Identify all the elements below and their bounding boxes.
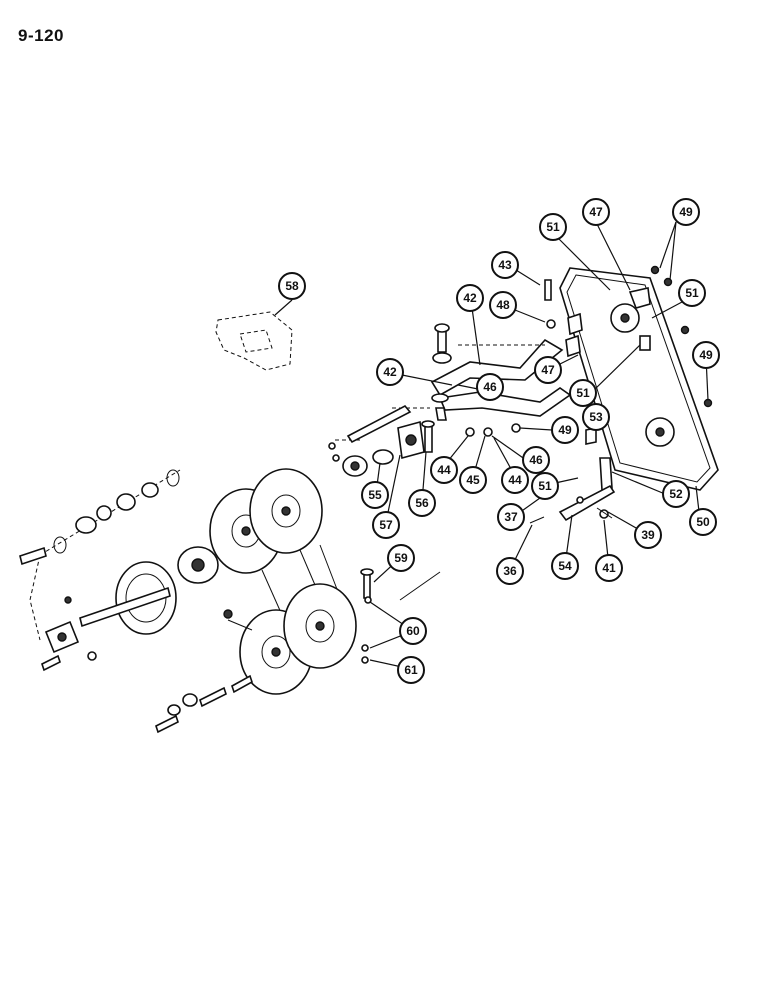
callout-42: 42 <box>456 284 484 312</box>
callout-47: 47 <box>534 356 562 384</box>
svg-text:47: 47 <box>541 363 555 377</box>
lower-pulleys <box>239 583 357 695</box>
svg-text:60: 60 <box>406 624 420 638</box>
svg-text:46: 46 <box>529 453 543 467</box>
svg-text:37: 37 <box>504 510 518 524</box>
callout-50: 50 <box>689 508 717 536</box>
upper-pulleys <box>209 468 346 621</box>
svg-text:58: 58 <box>285 279 299 293</box>
callout-49: 49 <box>672 198 700 226</box>
page-number: 9-120 <box>18 26 64 45</box>
callout-45: 45 <box>459 466 487 494</box>
svg-text:53: 53 <box>589 410 603 424</box>
left-shaft-parts <box>19 469 253 734</box>
svg-text:42: 42 <box>383 365 397 379</box>
svg-text:55: 55 <box>368 488 382 502</box>
support-bracket <box>529 427 616 524</box>
svg-text:52: 52 <box>669 487 683 501</box>
svg-text:61: 61 <box>404 663 418 677</box>
callout-36: 36 <box>496 557 524 585</box>
callout-48: 48 <box>489 291 517 319</box>
callout-49: 49 <box>692 341 720 369</box>
svg-text:48: 48 <box>496 298 510 312</box>
arm-assembly <box>335 265 713 441</box>
callout-46: 46 <box>522 446 550 474</box>
svg-text:49: 49 <box>699 348 713 362</box>
svg-text:47: 47 <box>589 205 603 219</box>
callout-51: 51 <box>531 472 559 500</box>
svg-text:57: 57 <box>379 518 393 532</box>
svg-text:46: 46 <box>483 380 497 394</box>
svg-text:39: 39 <box>641 528 655 542</box>
callout-61: 61 <box>397 656 425 684</box>
svg-text:45: 45 <box>466 473 480 487</box>
callout-41: 41 <box>595 554 623 582</box>
svg-text:54: 54 <box>558 559 572 573</box>
svg-text:51: 51 <box>685 286 699 300</box>
belt-housing <box>559 267 719 491</box>
svg-text:42: 42 <box>463 291 477 305</box>
callout-58: 58 <box>278 272 306 300</box>
svg-text:51: 51 <box>576 386 590 400</box>
callout-54: 54 <box>551 552 579 580</box>
svg-text:43: 43 <box>498 258 512 272</box>
callout-56: 56 <box>408 489 436 517</box>
svg-text:41: 41 <box>602 561 616 575</box>
svg-text:49: 49 <box>558 423 572 437</box>
callout-52: 52 <box>662 480 690 508</box>
bearing-assembly <box>328 404 435 477</box>
callout-51: 51 <box>678 279 706 307</box>
callout-51: 51 <box>569 379 597 407</box>
callout-44: 44 <box>430 456 458 484</box>
guard-plate-outline <box>215 311 293 371</box>
callout-49: 49 <box>551 416 579 444</box>
center-bolts <box>360 568 441 664</box>
callout-55: 55 <box>361 481 389 509</box>
callout-59: 59 <box>387 544 415 572</box>
svg-text:44: 44 <box>437 463 451 477</box>
callout-46: 46 <box>476 373 504 401</box>
svg-text:50: 50 <box>696 515 710 529</box>
svg-text:44: 44 <box>508 473 522 487</box>
callout-42: 42 <box>376 358 404 386</box>
callout-47: 47 <box>582 198 610 226</box>
callout-51: 51 <box>539 213 567 241</box>
svg-text:56: 56 <box>415 496 429 510</box>
callout-57: 57 <box>372 511 400 539</box>
svg-text:36: 36 <box>503 564 517 578</box>
callout-43: 43 <box>491 251 519 279</box>
callout-60: 60 <box>399 617 427 645</box>
callout-37: 37 <box>497 503 525 531</box>
svg-text:51: 51 <box>546 220 560 234</box>
drive-pulley <box>44 546 219 654</box>
callout-44: 44 <box>501 466 529 494</box>
callout-53: 53 <box>582 403 610 431</box>
leader-lines <box>274 221 709 670</box>
svg-text:49: 49 <box>679 205 693 219</box>
callout-39: 39 <box>634 521 662 549</box>
svg-text:59: 59 <box>394 551 408 565</box>
svg-text:51: 51 <box>538 479 552 493</box>
